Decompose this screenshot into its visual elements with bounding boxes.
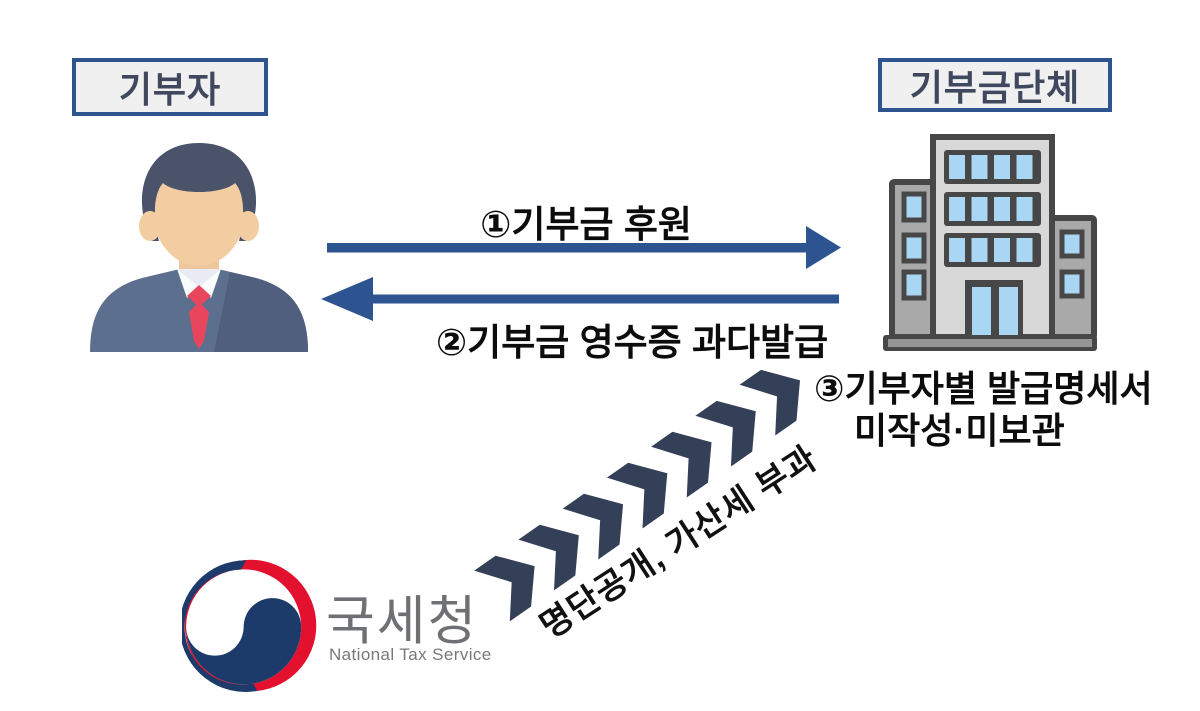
penalty-label: 명단공개, 가산세 부과: [533, 438, 825, 647]
nts-name-english: National Tax Service: [329, 645, 492, 664]
flow2-label: ②기부금 영수증 과다발급: [435, 322, 829, 363]
donor-label: 기부자: [118, 69, 222, 110]
nts-emblem-icon: [182, 559, 317, 692]
organization-label: 기부금단체: [909, 67, 1081, 108]
donor-person-icon: [90, 143, 308, 352]
organization-building-icon: [883, 134, 1097, 351]
flow1-label: ①기부금 후원: [480, 204, 692, 245]
flow3-label-line2: 미작성·미보관: [854, 410, 1065, 451]
flow3-label-line1: ③기부자별 발급명세서: [814, 368, 1153, 409]
flow3-label: ③기부자별 발급명세서 미작성·미보관: [814, 368, 1153, 452]
nts-name-korean: 국세청: [326, 592, 479, 651]
donor-label-box: 기부자: [72, 58, 268, 116]
organization-label-box: 기부금단체: [878, 58, 1112, 112]
